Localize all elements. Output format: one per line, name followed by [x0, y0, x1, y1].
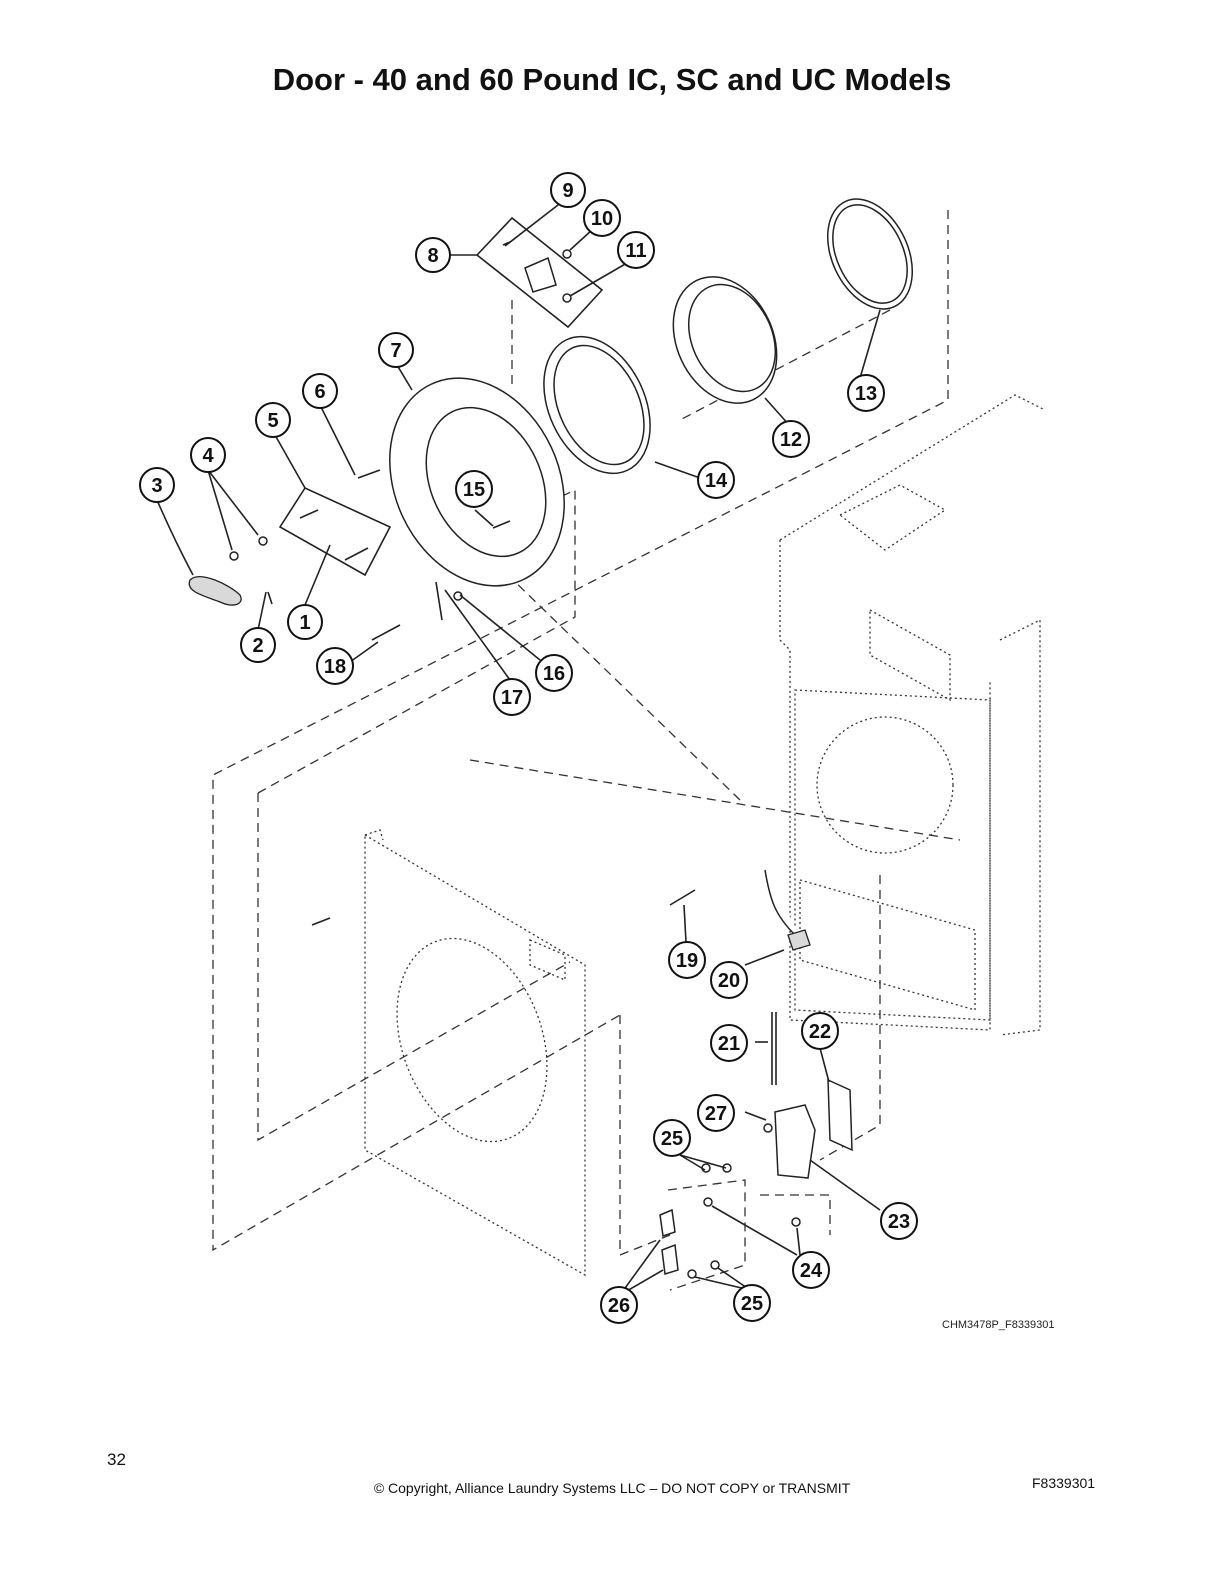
- retaining-ring: [826, 198, 914, 310]
- callout-2: 2: [240, 627, 276, 663]
- door-gasket: [543, 335, 651, 475]
- door-glass: [672, 276, 778, 404]
- callout-1-label: 1: [299, 612, 310, 634]
- callout-27-label: 27: [705, 1103, 727, 1125]
- footer-copyright: © Copyright, Alliance Laundry Systems LL…: [373, 1480, 851, 1496]
- callout-17: 17: [493, 678, 531, 716]
- callout-9-label: 9: [562, 180, 573, 202]
- callout-2-label: 2: [252, 635, 263, 657]
- callout-5-label: 5: [267, 410, 278, 432]
- callout-14: 14: [697, 461, 735, 499]
- callout-3-label: 3: [151, 475, 162, 497]
- fasteners: [357, 469, 811, 951]
- callout-16-label: 16: [543, 663, 565, 685]
- figure-code: CHM3478P_F8339301: [942, 1319, 1055, 1331]
- callout-11: 11: [617, 231, 655, 269]
- callout-25-upper-label: 25: [661, 1128, 683, 1150]
- callout-5: 5: [255, 402, 291, 438]
- callout-23: 23: [880, 1202, 918, 1240]
- callout-4: 4: [190, 437, 226, 473]
- callout-21: 21: [710, 1024, 748, 1062]
- callout-15: 15: [455, 470, 493, 508]
- callout-18: 18: [316, 647, 354, 685]
- callout-4-label: 4: [202, 445, 214, 467]
- callout-19: 19: [668, 941, 706, 979]
- callout-25-lower: 25: [733, 1284, 771, 1322]
- callout-23-label: 23: [888, 1211, 910, 1233]
- callout-15-label: 15: [463, 479, 485, 501]
- callout-25-lower-label: 25: [741, 1293, 763, 1315]
- callout-7-label: 7: [390, 340, 401, 362]
- hinge-bracket-group: [475, 216, 604, 329]
- callout-8: 8: [415, 237, 451, 273]
- callout-12-label: 12: [780, 429, 802, 451]
- callout-19-label: 19: [676, 950, 698, 972]
- handle-assembly: [188, 486, 392, 606]
- callout-18-label: 18: [324, 656, 346, 678]
- front-panel: [311, 829, 586, 1277]
- callout-8-label: 8: [427, 245, 438, 267]
- callout-7: 7: [378, 332, 414, 368]
- callout-26-label: 26: [608, 1295, 630, 1317]
- callout-9: 9: [550, 172, 586, 208]
- callout-11-label: 11: [625, 240, 646, 262]
- callout-6: 6: [302, 373, 338, 409]
- dashed-alignment-lines: [212, 210, 961, 1256]
- callout-16: 16: [535, 654, 573, 692]
- callout-21-label: 21: [718, 1033, 740, 1055]
- callout-26: 26: [600, 1286, 638, 1324]
- callout-27: 27: [697, 1094, 735, 1132]
- callout-3: 3: [139, 467, 175, 503]
- callout-10: 10: [583, 199, 621, 237]
- leader-lines: [156, 204, 881, 1296]
- callout-12: 12: [772, 420, 810, 458]
- callout-13: 13: [847, 374, 885, 412]
- callout-20: 20: [710, 961, 748, 999]
- callout-24: 24: [792, 1251, 830, 1289]
- callout-17-label: 17: [501, 687, 523, 709]
- page-title: Door - 40 and 60 Pound IC, SC and UC Mod…: [272, 62, 952, 97]
- hinge-lower-group: [659, 1012, 853, 1291]
- footer-page-number: 32: [107, 1450, 126, 1469]
- callout-6-label: 6: [314, 381, 325, 403]
- callout-13-label: 13: [855, 383, 877, 405]
- machine-cabinet: [779, 394, 1046, 1036]
- footer-doc-number: F8339301: [1032, 1475, 1096, 1491]
- callout-24-label: 24: [800, 1260, 823, 1282]
- callout-10-label: 10: [591, 208, 613, 230]
- callout-25-upper: 25: [653, 1119, 691, 1157]
- callout-14-label: 14: [705, 470, 728, 492]
- callout-22-label: 22: [809, 1021, 831, 1043]
- callout-1: 1: [287, 604, 323, 640]
- callout-20-label: 20: [718, 970, 740, 992]
- callout-22: 22: [801, 1012, 839, 1050]
